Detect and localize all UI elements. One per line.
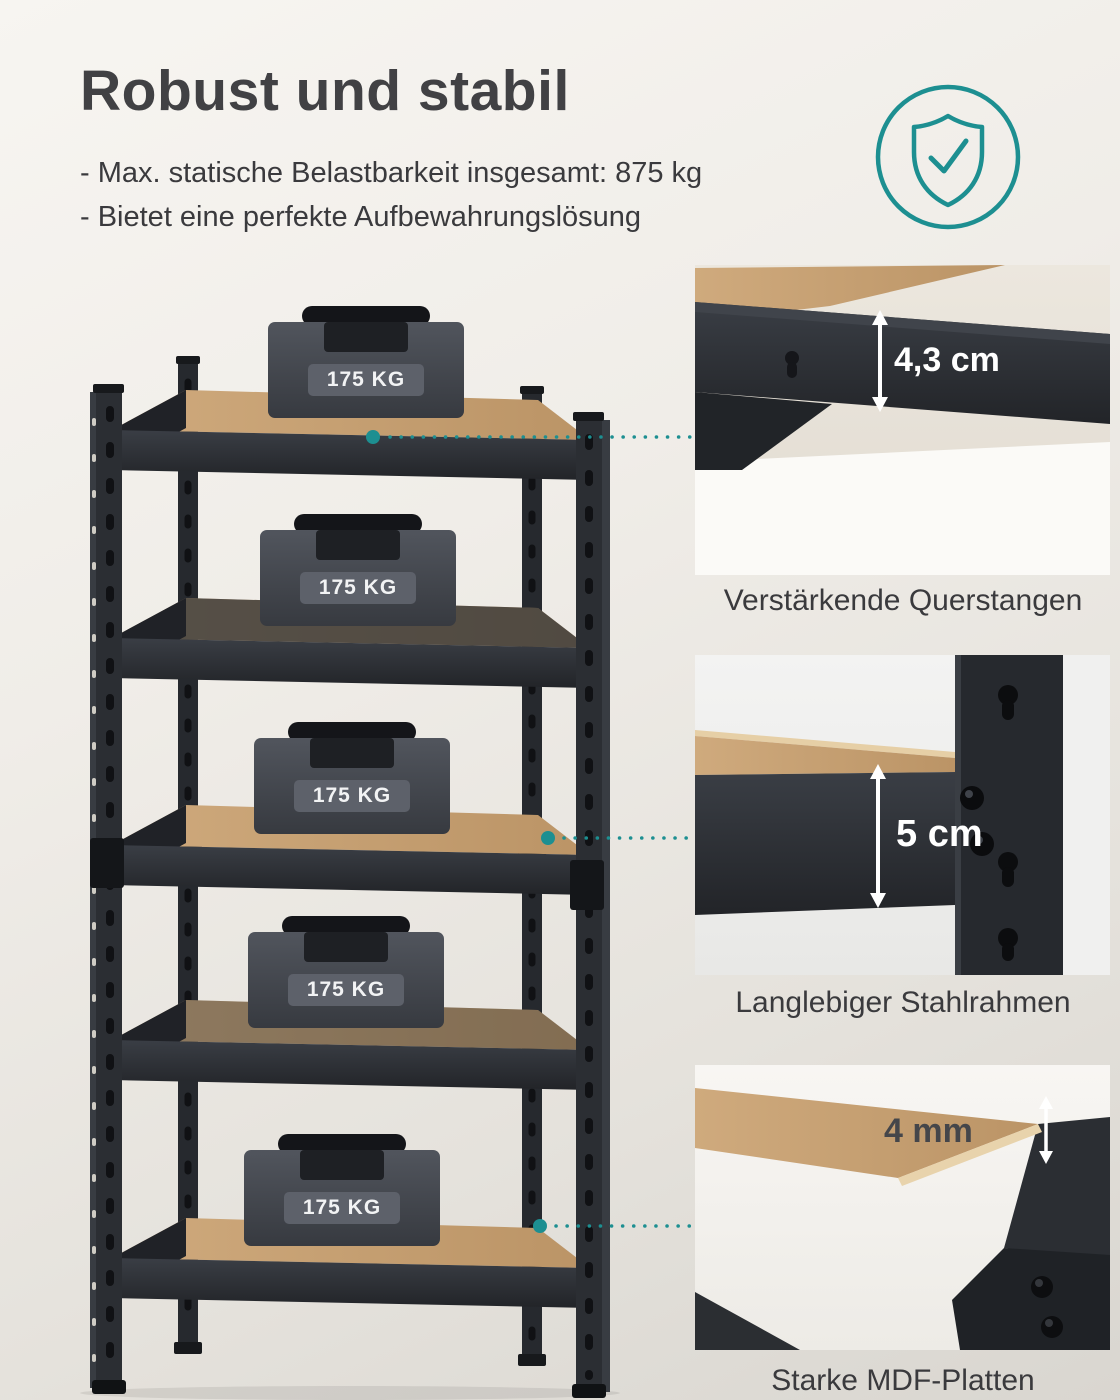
weight-label-3: 175 KG <box>312 784 392 807</box>
weight-block-5 <box>244 1134 440 1246</box>
weight-block-1 <box>268 306 464 418</box>
keyhole-slot-tail <box>787 362 797 378</box>
callout-scene-steel-frame <box>695 655 1110 975</box>
scene2-background-right <box>1063 655 1110 975</box>
callout-connectors <box>366 430 697 1233</box>
connector-dot-3 <box>533 1219 547 1233</box>
mdf-board-surface <box>695 1088 1038 1178</box>
beam-corner-sliver <box>695 1292 800 1350</box>
page-title: Robust und stabil <box>80 59 570 123</box>
side-beam <box>695 392 832 470</box>
measure-arrow-frame <box>870 764 886 908</box>
bullet-storage-solution: - Bietet eine perfekte Aufbewahrungslösu… <box>80 200 642 233</box>
connector-dot-2 <box>541 831 555 845</box>
weight-label-5: 175 KG <box>302 1196 382 1219</box>
feature-bullets: - Max. statische Belastbarkeit insgesamt… <box>80 152 702 239</box>
bolt-heads <box>960 786 994 856</box>
mdf-board-surface <box>695 736 955 775</box>
caption-steel-frame: Langlebiger Stahlrahmen <box>735 986 1071 1019</box>
measure-arrow-mdf <box>1039 1096 1053 1164</box>
shield-check-icon <box>875 84 1021 230</box>
weight-block-4 <box>248 916 444 1028</box>
shelving-unit <box>80 306 620 1400</box>
shield-outline <box>911 113 985 208</box>
measurement-frame-height: 5 cm <box>896 813 983 855</box>
floor-shadow <box>80 1386 620 1400</box>
mdf-board-thin-edge <box>898 1124 1042 1186</box>
keyhole-slots <box>998 685 1018 961</box>
metal-behind-board <box>1004 1117 1110 1260</box>
shelf-tier-5 <box>112 1218 590 1308</box>
caption-crossbars: Verstärkende Querstangen <box>723 584 1083 617</box>
measurement-crossbar-height: 4,3 cm <box>894 341 1000 379</box>
measurement-mdf-thickness: 4 mm <box>884 1112 973 1150</box>
floor-highlight <box>695 442 1110 575</box>
check-mark <box>928 138 969 174</box>
weight-label-1: 175 KG <box>326 368 406 391</box>
badge-circle <box>875 84 1021 230</box>
callout-scene-mdf <box>695 1065 1110 1350</box>
weight-block-2 <box>260 514 456 626</box>
weight-block-3 <box>254 722 450 834</box>
post-front-left <box>90 384 126 1394</box>
shelf-tier-4 <box>112 1000 590 1090</box>
mdf-board-edge-highlight <box>695 730 955 758</box>
weight-label-4: 175 KG <box>306 978 386 1001</box>
connector-dot-1 <box>366 430 380 444</box>
corner-bracket <box>952 1248 1110 1350</box>
weight-label-2: 175 KG <box>318 576 398 599</box>
crossbar-top-face <box>695 302 1110 344</box>
frame-beam-face <box>695 772 955 915</box>
upright-post-edge <box>955 655 961 975</box>
keyhole-slot <box>785 351 799 365</box>
caption-mdf-boards: Starke MDF-Platten <box>771 1364 1035 1397</box>
mdf-board-corner <box>695 265 1005 322</box>
post-front-right <box>570 412 610 1398</box>
bullet-max-load: - Max. statische Belastbarkeit insgesamt… <box>80 157 703 189</box>
callout-scene-crossbar <box>695 265 1110 575</box>
measure-arrow-crossbar <box>872 310 888 412</box>
bracket-bolts <box>1031 1276 1063 1338</box>
